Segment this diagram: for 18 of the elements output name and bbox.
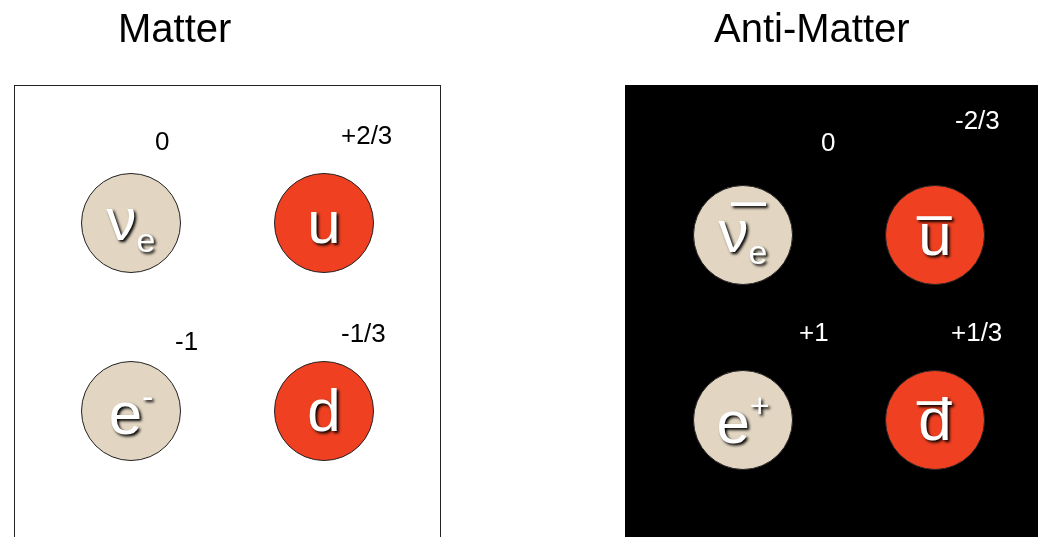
particle-circle: d̅ bbox=[885, 370, 985, 470]
charge-label: +1/3 bbox=[951, 317, 1003, 348]
particle-circle: ν$_{e}$ bbox=[81, 173, 181, 273]
charge-label: 0 bbox=[155, 126, 170, 157]
charge-label: -1 bbox=[175, 326, 199, 357]
panel-heading: Matter bbox=[118, 6, 232, 51]
particle-circle: d bbox=[274, 361, 374, 461]
charge-label: +2/3 bbox=[341, 120, 393, 151]
particle-circle: ν̅$_{e}$ bbox=[693, 185, 793, 285]
particle-circle: u bbox=[274, 173, 374, 273]
particle-circle: e$^{-}$ bbox=[81, 361, 181, 461]
charge-label: -2/3 bbox=[955, 105, 1000, 136]
charge-label: +1 bbox=[799, 317, 829, 348]
charge-label: 0 bbox=[821, 127, 836, 158]
particle-circle: u̅ bbox=[885, 185, 985, 285]
charge-label: -1/3 bbox=[341, 318, 386, 349]
particle-circle: e$^{+}$ bbox=[693, 370, 793, 470]
panel-heading: Anti-Matter bbox=[714, 6, 910, 51]
